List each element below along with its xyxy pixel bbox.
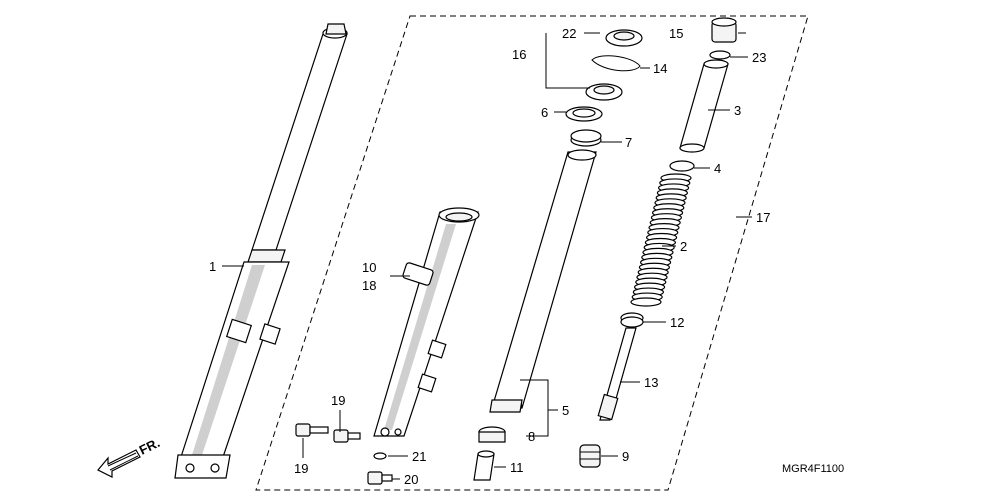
fork-assembly-1 — [174, 23, 348, 479]
callout-21: 21 — [412, 449, 426, 464]
callout-1: 1 — [209, 259, 216, 274]
callout-19-bottom: 19 — [294, 461, 308, 476]
callout-7: 7 — [625, 135, 632, 150]
callout-23: 23 — [752, 50, 766, 65]
callout-4: 4 — [714, 161, 721, 176]
callout-17: 17 — [756, 210, 770, 225]
front-direction-arrow — [97, 449, 141, 478]
callout-13: 13 — [644, 375, 658, 390]
callout-20: 20 — [404, 472, 418, 487]
callout-22: 22 — [562, 26, 576, 41]
callout-19-top: 19 — [331, 393, 345, 408]
outer-slider-10 — [373, 207, 480, 437]
backup-ring-6 — [565, 106, 603, 122]
rebound-spring-12 — [620, 312, 644, 328]
callout-10: 10 — [362, 260, 376, 275]
leader-lines — [222, 32, 752, 480]
callout-3: 3 — [734, 103, 741, 118]
callout-18: 18 — [362, 278, 376, 293]
fork-bolt-15 — [711, 17, 737, 43]
washer-21 — [373, 452, 387, 460]
bolt-19-right — [333, 429, 361, 443]
bushing-7 — [570, 129, 602, 147]
oil-seal-16 — [585, 83, 623, 101]
diagram-code: MGR4F1100 — [782, 463, 844, 475]
oil-lock-piece-9 — [579, 444, 601, 468]
callout-15: 15 — [669, 26, 683, 41]
assembly-17-boundary — [255, 15, 809, 491]
callout-9: 9 — [622, 449, 629, 464]
slider-bushing-8 — [478, 426, 506, 443]
callout-16: 16 — [512, 47, 526, 62]
spring-coil — [630, 297, 662, 307]
callout-14: 14 — [653, 61, 667, 76]
callout-5: 5 — [562, 403, 569, 418]
spring-seat-4 — [669, 160, 695, 172]
callout-6: 6 — [541, 105, 548, 120]
stopper-ring-14 — [591, 55, 641, 72]
spacer-3 — [679, 59, 729, 153]
front-marker-label: FR. — [137, 435, 162, 458]
callout-8: 8 — [528, 429, 535, 444]
dust-seal-22 — [605, 29, 643, 47]
oil-lock-piece-11 — [473, 450, 495, 481]
callout-12: 12 — [670, 315, 684, 330]
drain-bolt-20 — [367, 471, 393, 485]
bolt-19-left — [295, 423, 329, 437]
fork-spring-2 — [630, 173, 692, 307]
o-ring-23 — [709, 50, 731, 60]
piston-13 — [597, 327, 637, 421]
callout-11: 11 — [510, 460, 524, 475]
inner-tube-5 — [489, 149, 597, 413]
callout-2: 2 — [680, 239, 687, 254]
